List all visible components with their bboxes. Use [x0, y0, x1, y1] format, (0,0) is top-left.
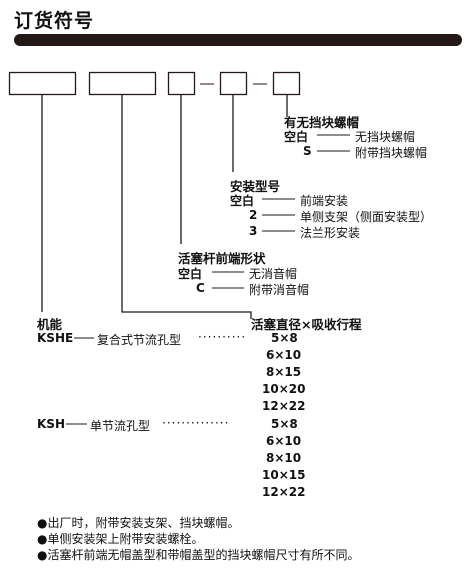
mount-title: 安装型号 — [230, 179, 281, 194]
mount-opt2-code: 2 — [249, 208, 258, 222]
page-title: 订货符号 — [14, 10, 95, 32]
mount-opt1-desc: 前端安装 — [300, 194, 349, 208]
bracket-box — [272, 71, 301, 96]
note: ●单侧安装架上附带安装螺栓。 — [37, 532, 204, 546]
rod-opt2-code: C — [196, 281, 205, 295]
function-kshe-desc: 复合式节流孔型 — [97, 333, 182, 347]
bracket-opt1-desc: 无挡块螺帽 — [355, 130, 416, 144]
note: ●活塞杆前端无帽盖型和带帽盖型的挡块螺帽尺寸有所不同。 — [37, 548, 360, 562]
function-title: 机能 — [37, 317, 63, 332]
mount-box — [219, 71, 248, 96]
size-kshe-item: 5×8 — [271, 331, 298, 345]
leader-dots: ·············· — [162, 416, 230, 430]
note: ●出厂时，附带安装支架、挡块螺帽。 — [37, 516, 240, 530]
bracket-title: 有无挡块螺帽 — [284, 115, 360, 130]
rod-opt2-desc: 附带消音帽 — [249, 283, 310, 297]
mount-opt3-desc: 法兰形安装 — [300, 226, 361, 240]
size-ksh-item: 5×8 — [271, 417, 298, 431]
size-kshe-item: 8×15 — [266, 365, 302, 379]
mount-opt1-code: 空白 — [230, 194, 255, 208]
function-ksh-desc: 单节流孔型 — [90, 419, 151, 433]
rod-title: 活塞杆前端形状 — [178, 251, 266, 266]
rod-box — [167, 71, 196, 96]
bracket-opt2-code: S — [303, 144, 312, 158]
title-rule — [14, 34, 462, 46]
size-kshe-item: 10×20 — [262, 382, 306, 396]
size-ksh-item: 8×10 — [266, 451, 302, 465]
function-box — [8, 71, 77, 96]
size-ksh-item: 10×15 — [262, 468, 306, 482]
size-ksh-item: 12×22 — [262, 485, 306, 499]
mount-opt3-code: 3 — [249, 224, 258, 238]
size-kshe-item: 12×22 — [262, 399, 306, 413]
size-kshe-item: 6×10 — [266, 348, 302, 362]
leader-dots: ·········· — [198, 330, 247, 344]
rod-opt1-desc: 无消音帽 — [249, 267, 298, 281]
mount-opt2-desc: 单侧支架（侧面安装型） — [300, 210, 433, 224]
size-ksh-item: 6×10 — [266, 434, 302, 448]
function-kshe-code: KSHE — [37, 331, 74, 345]
size-title: 活塞直径×吸收行程 — [251, 317, 362, 332]
size-leader — [121, 95, 252, 319]
bracket-opt1-code: 空白 — [284, 130, 309, 144]
function-ksh-code: KSH — [37, 417, 65, 431]
size-box — [88, 71, 157, 96]
rod-opt1-code: 空白 — [178, 267, 203, 281]
bracket-opt2-desc: 附带挡块螺帽 — [355, 146, 428, 160]
